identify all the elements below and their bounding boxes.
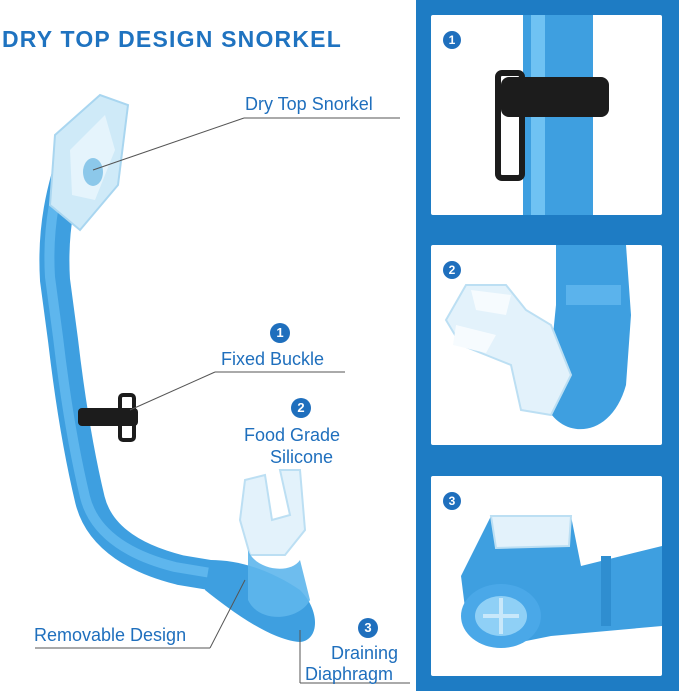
label-fixed-buckle: Fixed Buckle [221, 349, 325, 369]
badge-2: 2 [291, 398, 311, 418]
detail-panel-diaphragm: 3 [431, 476, 662, 676]
snorkel-illustration [35, 93, 410, 684]
panel-badge-3: 3 [443, 492, 461, 510]
badge-1: 1 [270, 323, 290, 343]
panel-badge-2: 2 [443, 261, 461, 279]
label-draining-1: Draining [331, 643, 399, 663]
label-draining-2: Diaphragm [305, 664, 394, 684]
label-food-grade-1: Food Grade [244, 425, 341, 445]
detail-panel-mouthpiece: 2 [431, 245, 662, 445]
detail-panel-buckle: 1 [431, 15, 662, 215]
main-illustration-area: DRY TOP DESIGN SNORKEL Dry Top Snorkel 1… [2, 26, 410, 684]
label-food-grade-2: Silicone [270, 447, 334, 467]
label-removable-design: Removable Design [34, 625, 187, 645]
page-title: DRY TOP DESIGN SNORKEL [2, 26, 342, 52]
panel-badge-1: 1 [443, 31, 461, 49]
detail-panels-column: 1 2 3 [416, 0, 679, 691]
label-dry-top-snorkel: Dry Top Snorkel [245, 94, 373, 114]
badge-3: 3 [358, 618, 378, 638]
